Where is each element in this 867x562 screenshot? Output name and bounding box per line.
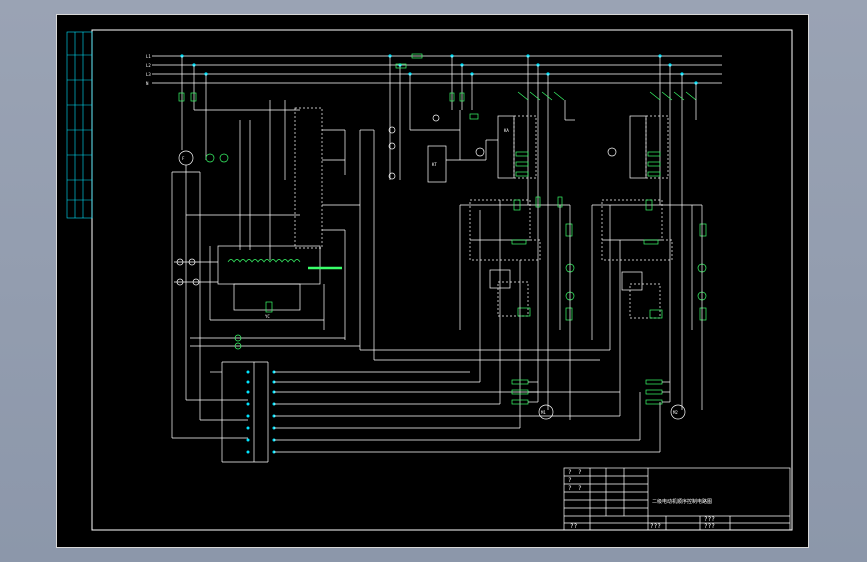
left-control-section (171, 56, 375, 438)
title-block (563, 467, 791, 531)
solenoid-yc-label: YC (265, 314, 270, 319)
power-bus (152, 55, 722, 84)
bus-label-l1: L1 (146, 54, 151, 59)
left-sensors (174, 258, 360, 350)
bus-label-l3: L3 (146, 72, 151, 77)
terminal-wires (172, 349, 660, 453)
inner-frame (91, 29, 793, 531)
bus-nodes (180, 54, 698, 85)
fan-label: F (182, 156, 185, 161)
title-cell-7: ??? (650, 523, 661, 530)
drawing-title: 二级电动机顺序控制电路图 (652, 498, 712, 505)
bus-label-l2: L2 (146, 63, 151, 68)
title-cell-2: ? (568, 477, 572, 484)
title-cell-6: ?? (570, 523, 578, 530)
binding-strip-table (66, 31, 93, 219)
title-cell-1: ? (568, 469, 572, 476)
transformer-block (209, 245, 342, 330)
title-cell-3: ? (568, 485, 572, 492)
middle-section (388, 53, 486, 183)
motor-2-label: M2 (673, 410, 678, 415)
terminal-nodes (246, 370, 276, 454)
relay-ka-label: KA (504, 128, 509, 133)
motor-1-label: M1 (541, 410, 546, 415)
title-cell-5: ? (578, 485, 582, 492)
title-cell-4: ? (578, 469, 582, 476)
relay-kt-label: KT (432, 162, 437, 167)
title-cell-8: ??? (704, 523, 715, 530)
motor-2-block (591, 56, 707, 452)
terminal-strip (221, 361, 269, 463)
title-cell-9: ??? (704, 516, 715, 523)
motor-1-block (459, 56, 575, 428)
bus-label-n: N (146, 81, 149, 86)
drawing-sheet (56, 14, 809, 548)
